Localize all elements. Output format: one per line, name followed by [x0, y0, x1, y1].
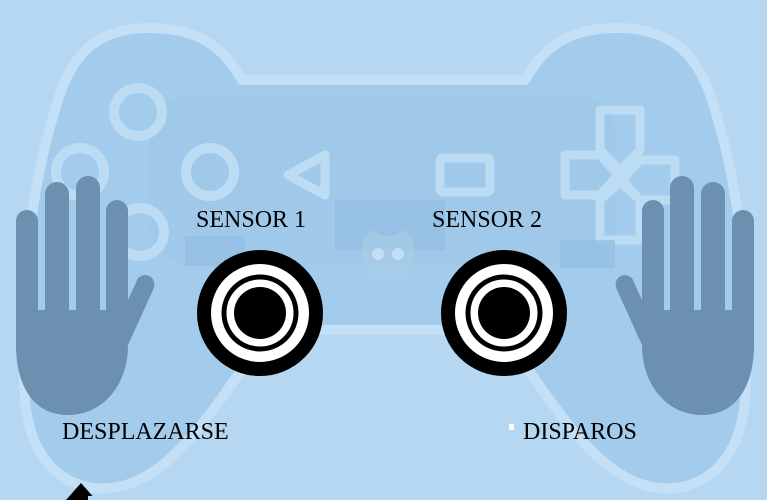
move-action-label: DESPLAZARSE	[62, 420, 229, 444]
sensor-2-label: SENSOR 2	[432, 208, 542, 232]
right-hand-icon	[612, 170, 762, 420]
sensor-1-button[interactable]	[195, 248, 325, 378]
fire-marker-icon	[509, 424, 514, 430]
godot-logo-icon	[362, 230, 414, 281]
sensor-1-label: SENSOR 1	[196, 208, 306, 232]
sensor-2-button[interactable]	[439, 248, 569, 378]
sensor-2-dot	[478, 287, 530, 339]
cursor-arrow-icon	[66, 483, 96, 500]
sensor-1-dot	[234, 287, 286, 339]
left-hand-icon	[8, 170, 158, 420]
fire-action-label: DISPAROS	[523, 420, 637, 444]
